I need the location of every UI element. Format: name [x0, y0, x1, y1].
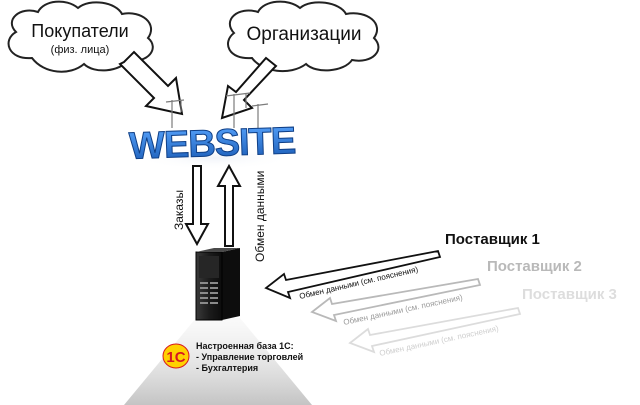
arrow-data-exchange-up — [216, 163, 242, 247]
arrow-buyers-to-website — [118, 50, 184, 116]
label-data-exchange: Обмен данными — [253, 171, 267, 262]
cloud-buyers-shape — [7, 0, 154, 73]
crane-icon — [165, 92, 269, 130]
supplier-2-name: Поставщик 2 — [487, 258, 582, 275]
arrow-supplier-1 — [264, 249, 442, 300]
server-icon — [195, 248, 240, 321]
website-logo: WEBSITE — [128, 92, 296, 170]
cloud-organizations-title: Организации — [247, 24, 362, 45]
database-item-accounting: - Бухгалтерия — [196, 363, 258, 373]
arrow-supplier-3 — [348, 306, 522, 354]
1c-logo-text: 1С — [166, 349, 185, 366]
supplier-3-name: Поставщик 3 — [522, 286, 617, 303]
arrow-supplier-2 — [310, 277, 482, 323]
arrow-orders-down — [184, 165, 210, 247]
website-logo-text: WEBSITE — [128, 120, 295, 168]
cloud-organizations-shape — [227, 0, 380, 73]
label-orders: Заказы — [172, 190, 186, 230]
cloud-buyers: Покупатели (физ. лица) — [7, 0, 154, 73]
cloud-organizations: Организации — [227, 0, 380, 73]
server-beam — [124, 318, 312, 405]
cloud-buyers-title: Покупатели — [31, 21, 128, 41]
supplier-1-name: Поставщик 1 — [445, 231, 540, 248]
database-item-trade: - Управление торговлей — [196, 352, 303, 362]
arrow-organizations-to-website — [220, 56, 278, 120]
database-title: Настроенная база 1С: — [196, 341, 294, 351]
cloud-buyers-subtitle: (физ. лица) — [51, 44, 110, 56]
1c-logo: 1С — [162, 343, 190, 369]
website-logo-base — [134, 146, 294, 170]
